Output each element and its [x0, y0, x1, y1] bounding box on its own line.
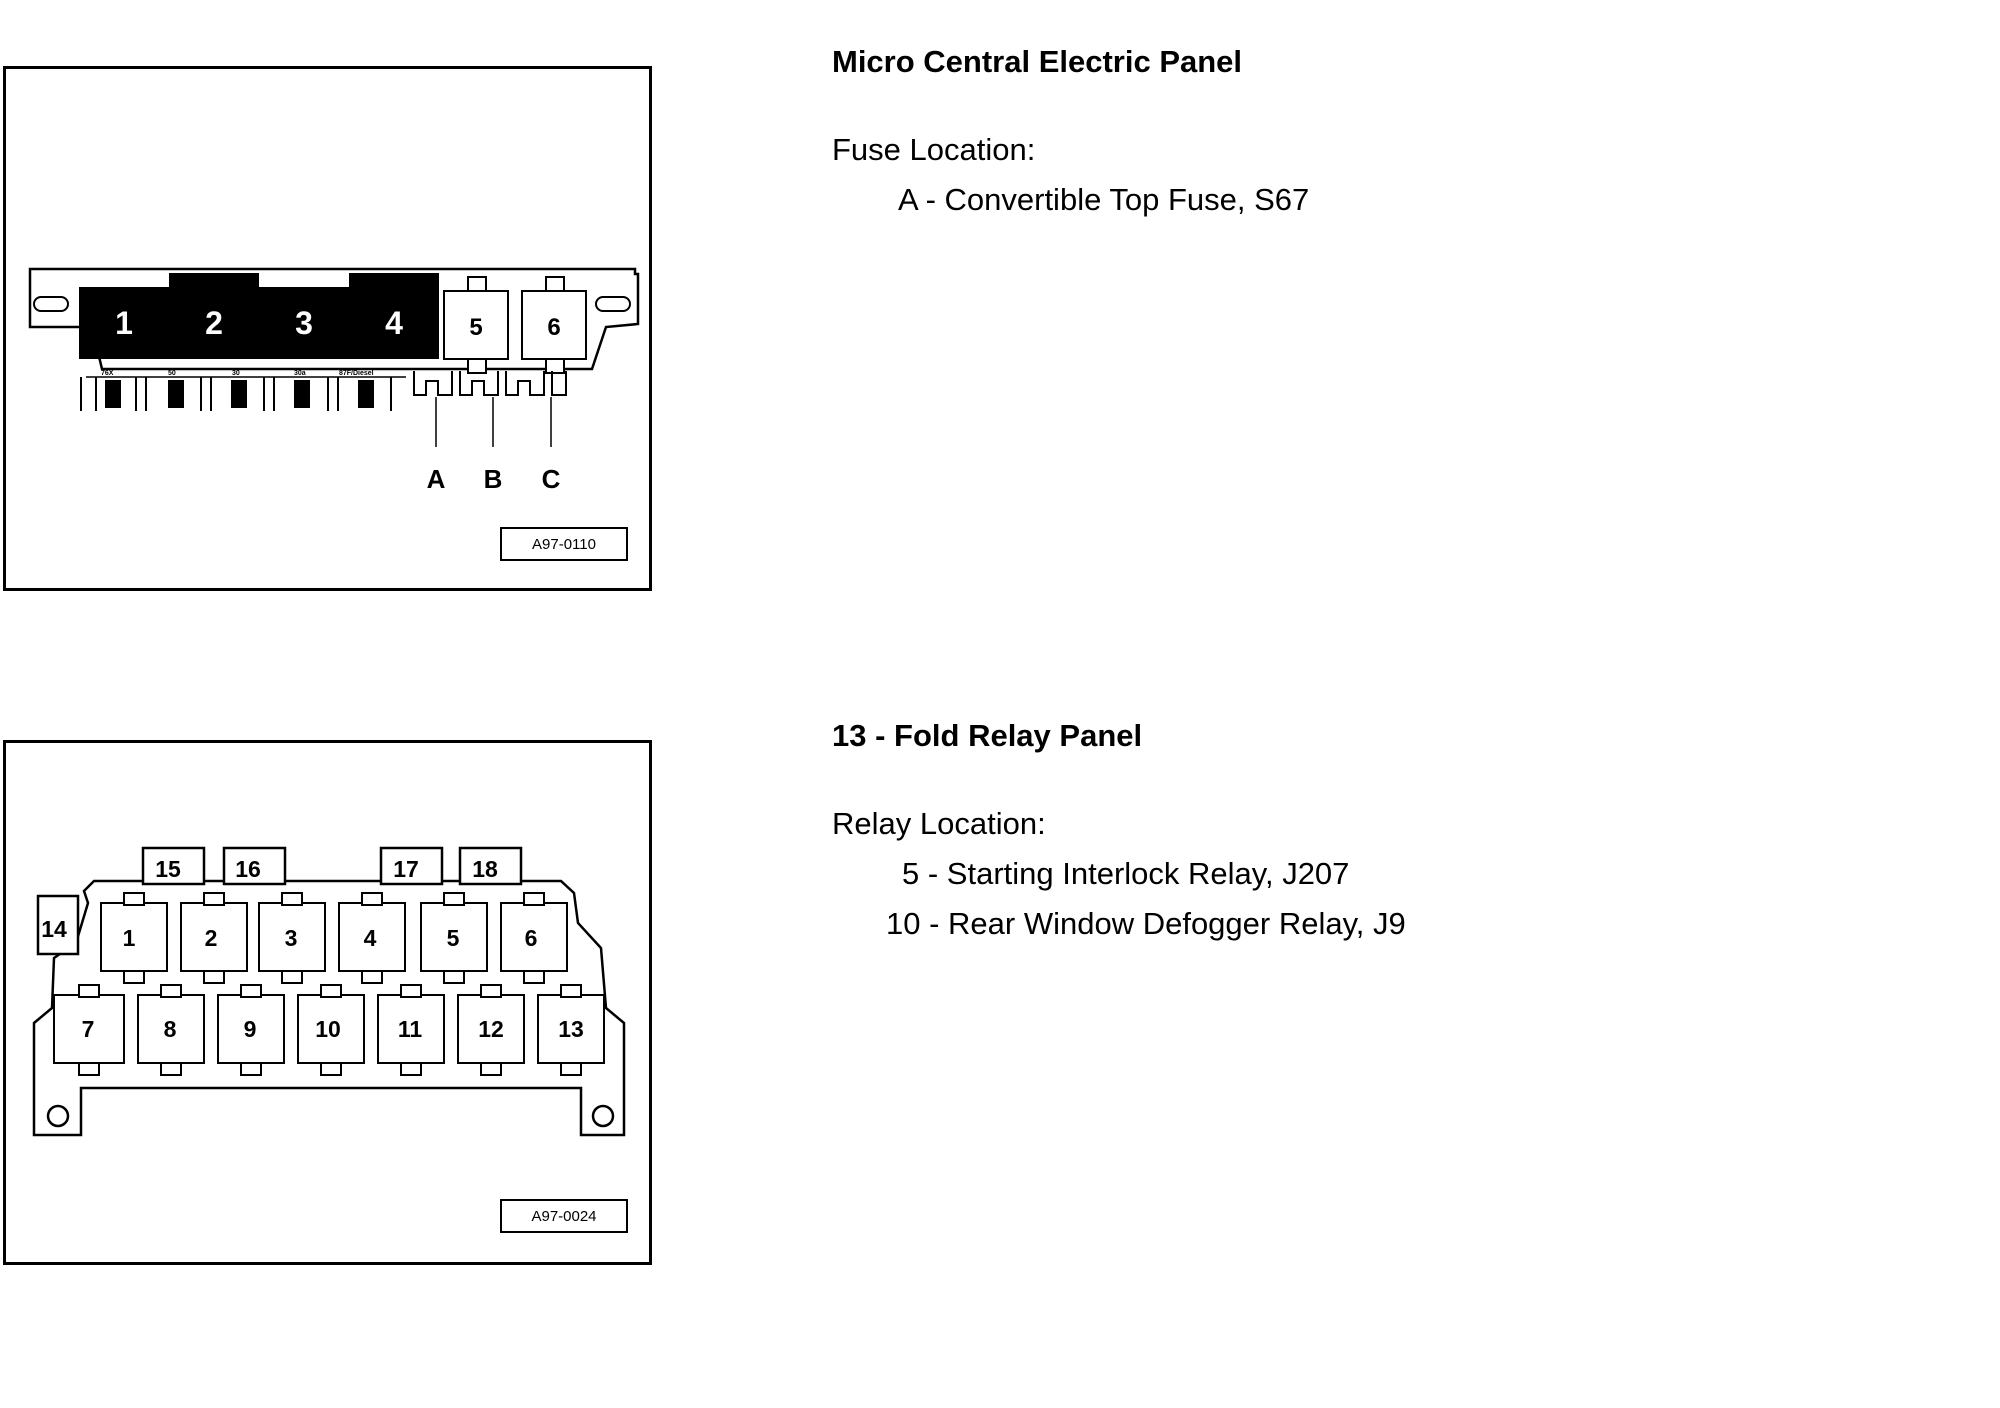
relay-location-label: Relay Location:: [832, 806, 1046, 841]
mounting-hole-left: [46, 1104, 70, 1128]
relay-block-2: [169, 273, 259, 359]
relay-label-1: 1: [115, 305, 133, 341]
figure-reference-code: A97-0024: [500, 1199, 628, 1233]
figure-reference-code: A97-0110: [500, 527, 628, 561]
panel1-title: Micro Central Electric Panel: [832, 44, 1243, 79]
relay-label-3: 3: [295, 305, 313, 341]
relay-label-12: 12: [478, 1016, 504, 1042]
relay-row-top: [100, 892, 568, 984]
fuse-clip: [467, 358, 487, 374]
strip-label: 30a: [294, 370, 306, 377]
mounting-slot-left: [33, 296, 69, 312]
relay-slot-18: [458, 846, 523, 886]
relay-label-6: 6: [525, 925, 538, 951]
panel2-title: 13 - Fold Relay Panel: [832, 718, 1143, 753]
slot-label-16: 16: [235, 856, 261, 882]
relay-block-1: [79, 287, 169, 359]
connector-pins: [80, 377, 392, 411]
slot-label-14: 14: [41, 916, 67, 942]
mounting-slot-right: [595, 296, 631, 312]
slot-label-17: 17: [393, 856, 419, 882]
relay-label-2: 2: [205, 305, 223, 341]
relay-panel-figure: 15 16 17 18 14 1 2 3 4 5 6 7 8: [3, 740, 652, 1265]
relay-label-11: 11: [398, 1016, 423, 1042]
contact-strip-labels: 76X 50 30 30a 87F/Diesel: [101, 370, 374, 377]
relay-label-4: 4: [364, 925, 377, 951]
relay-label-4: 4: [385, 305, 403, 341]
relay-block-3: [259, 287, 349, 359]
fuse-label-5: 5: [469, 314, 482, 341]
micro-central-panel-drawing: 1 2 3 4 76X 50 30 30a 87F/Diesel: [28, 267, 640, 494]
relay-label-1: 1: [123, 925, 136, 951]
strip-label: 76X: [101, 370, 114, 377]
relay-slot-14: [36, 894, 80, 956]
relay-label-8: 8: [164, 1016, 177, 1042]
relay-block-4: [349, 273, 439, 359]
relay-entry-5: 5 - Starting Interlock Relay, J207: [902, 856, 1350, 891]
relay-entry-10: 10 - Rear Window Defogger Relay, J9: [886, 906, 1406, 941]
strip-label: 50: [168, 370, 176, 377]
fuse-entry-a: A - Convertible Top Fuse, S67: [898, 182, 1310, 217]
relay-slot-15: [141, 846, 206, 886]
fuse-holder-5: [443, 290, 509, 360]
relay-label-13: 13: [558, 1016, 584, 1042]
fuse-clip: [467, 276, 487, 292]
terminal-label-a: A: [427, 464, 446, 494]
fuse-label-6: 6: [547, 314, 560, 341]
terminal-label-b: B: [484, 464, 503, 494]
relay-label-5: 5: [447, 925, 460, 951]
relay-label-3: 3: [285, 925, 298, 951]
strip-label: 87F/Diesel: [339, 370, 374, 377]
fuse-location-label: Fuse Location:: [832, 132, 1036, 167]
fuse-terminals: [413, 371, 567, 396]
relay-row-bottom: [53, 984, 605, 1076]
relay-slot-16: [222, 846, 287, 886]
strip-label: 30: [232, 370, 240, 377]
relay-slot-17: [379, 846, 444, 886]
mounting-hole-right: [591, 1104, 615, 1128]
relay-panel-drawing: 15 16 17 18 14 1 2 3 4 5 6 7 8: [32, 846, 626, 1137]
slot-label-18: 18: [472, 856, 498, 882]
terminal-label-c: C: [542, 464, 561, 494]
fuse-clip: [545, 358, 565, 374]
fuse-clip: [545, 276, 565, 292]
relay-label-9: 9: [244, 1016, 257, 1042]
relay-label-2: 2: [205, 925, 218, 951]
slot-label-15: 15: [155, 856, 181, 882]
micro-central-panel-figure: 1 2 3 4 76X 50 30 30a 87F/Diesel: [3, 66, 652, 591]
relay-label-10: 10: [315, 1016, 341, 1042]
relay-label-7: 7: [82, 1016, 95, 1042]
